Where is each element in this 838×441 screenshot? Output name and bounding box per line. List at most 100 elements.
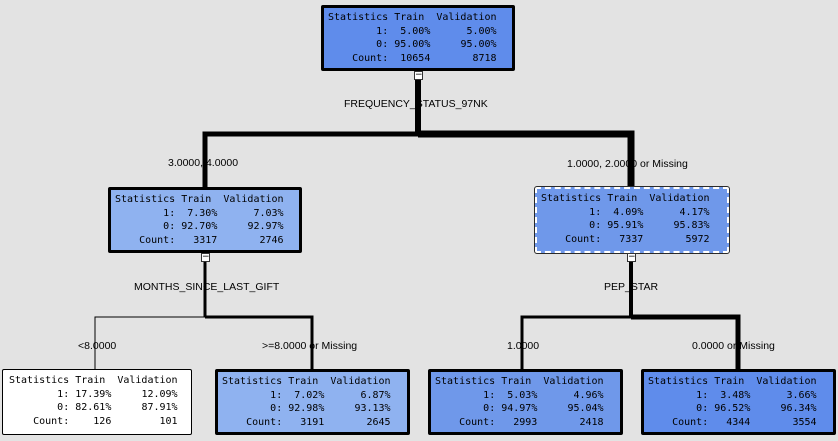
- train-value: 96.52%: [714, 403, 751, 414]
- validation-value: 95.04%: [567, 403, 604, 414]
- validation-value: 6.87%: [360, 389, 391, 401]
- branch-label-left-left: <8.0000: [78, 340, 117, 352]
- edge-root-left: [202, 131, 418, 188]
- node-stats-table: Statistics Train Validation 1: 5.03% 4.9…: [435, 375, 604, 429]
- header-statistics: Statistics: [328, 12, 389, 23]
- header-train: Train: [714, 376, 745, 387]
- split-label-left: MONTHS_SINCE_LAST_GIFT: [134, 281, 280, 293]
- node-stats-table: Statistics Train Validation 1: 7.30% 7.0…: [115, 193, 284, 247]
- header-train: Train: [607, 193, 638, 204]
- tree-leaf-4[interactable]: Statistics Train Validation 1: 3.48% 3.6…: [641, 369, 836, 435]
- row-label: 0:: [163, 221, 176, 232]
- train-value: 10654: [400, 52, 431, 64]
- row-label: 0:: [589, 220, 602, 231]
- tree-node-left[interactable]: Statistics Train Validation 1: 7.30% 7.0…: [108, 187, 302, 253]
- header-train: Train: [288, 376, 319, 387]
- node-stats-table: Statistics Train Validation 1: 3.48% 3.6…: [648, 375, 817, 429]
- node-stats-table: Statistics Train Validation 1: 4.09% 4.1…: [541, 192, 710, 246]
- header-statistics: Statistics: [435, 376, 496, 387]
- train-value: 94.97%: [501, 403, 538, 414]
- minus-box-icon[interactable]: −: [627, 252, 636, 262]
- train-value: 92.70%: [181, 221, 218, 232]
- header-statistics: Statistics: [648, 376, 709, 387]
- header-validation: Validation: [649, 193, 710, 204]
- validation-value: 96.34%: [780, 403, 817, 414]
- tree-leaf-1[interactable]: Statistics Train Validation 1: 17.39% 12…: [2, 369, 192, 435]
- row-label: 1:: [376, 25, 389, 37]
- header-train: Train: [181, 194, 212, 205]
- row-label: Count:: [246, 416, 283, 428]
- row-label: 1:: [163, 207, 176, 219]
- split-label-right: PEP_STAR: [604, 281, 659, 293]
- header-train: Train: [75, 375, 106, 386]
- train-value: 7.30%: [187, 207, 218, 219]
- header-validation: Validation: [436, 12, 497, 23]
- train-value: 17.39%: [75, 388, 112, 400]
- validation-value: 4.17%: [679, 206, 710, 218]
- branch-label-root-left: 3.0000, 4.0000: [168, 157, 239, 169]
- tree-node-root[interactable]: Statistics Train Validation 1: 5.00% 5.0…: [321, 5, 515, 71]
- train-value: 4344: [726, 416, 751, 428]
- header-statistics: Statistics: [222, 376, 283, 387]
- row-label: 0:: [376, 39, 389, 50]
- train-value: 95.00%: [394, 39, 431, 50]
- row-label: 0:: [57, 402, 70, 413]
- train-value: 5.03%: [507, 389, 538, 401]
- validation-value: 101: [159, 415, 178, 427]
- branch-label-root-right: 1.0000, 2.0000 or Missing: [567, 158, 688, 170]
- train-value: 7.02%: [294, 389, 325, 401]
- node-stats-table: Statistics Train Validation 1: 17.39% 12…: [9, 374, 178, 428]
- split-label-root: FREQUENCY_STATUS_97NK: [344, 98, 488, 110]
- tree-leaf-2[interactable]: Statistics Train Validation 1: 7.02% 6.8…: [215, 369, 410, 435]
- row-label: 0:: [483, 403, 496, 414]
- edge-root-right: [418, 130, 635, 188]
- train-value: 82.61%: [75, 402, 112, 413]
- validation-value: 7.03%: [253, 207, 284, 219]
- edge-right-left: [520, 315, 631, 369]
- train-value: 92.98%: [288, 403, 325, 414]
- train-value: 3191: [300, 416, 325, 428]
- row-label: 0:: [696, 403, 709, 414]
- edge-left-right: [205, 315, 314, 369]
- branch-label-left-right: >=8.0000 or Missing: [262, 340, 358, 352]
- row-label: Count:: [565, 233, 602, 245]
- header-validation: Validation: [756, 376, 817, 387]
- validation-value: 12.09%: [141, 388, 178, 400]
- branch-label-right-right: 0.0000 or Missing: [692, 340, 775, 352]
- row-label: 1:: [696, 389, 709, 401]
- validation-value: 4.96%: [573, 389, 604, 401]
- tree-node-right[interactable]: Statistics Train Validation 1: 4.09% 4.1…: [534, 186, 730, 254]
- validation-value: 95.83%: [673, 220, 710, 231]
- row-label: 1:: [589, 206, 602, 218]
- minus-box-icon[interactable]: −: [201, 252, 210, 262]
- validation-value: 87.91%: [141, 402, 178, 413]
- row-label: 1:: [483, 389, 496, 401]
- row-label: Count:: [459, 416, 496, 428]
- minus-box-icon[interactable]: −: [414, 70, 423, 80]
- train-value: 126: [93, 415, 112, 427]
- header-statistics: Statistics: [9, 375, 70, 386]
- row-label: Count:: [672, 416, 709, 428]
- validation-value: 2418: [579, 416, 604, 428]
- validation-value: 2746: [259, 234, 284, 246]
- train-value: 4.09%: [613, 206, 644, 218]
- validation-value: 3.66%: [786, 389, 817, 401]
- train-value: 5.00%: [400, 25, 431, 37]
- row-label: Count:: [352, 52, 389, 64]
- validation-value: 93.13%: [354, 403, 391, 414]
- header-statistics: Statistics: [115, 194, 176, 205]
- tree-leaf-3[interactable]: Statistics Train Validation 1: 5.03% 4.9…: [428, 369, 623, 435]
- validation-value: 95.00%: [460, 39, 497, 50]
- train-value: 95.91%: [607, 220, 644, 231]
- node-stats-table: Statistics Train Validation 1: 5.00% 5.0…: [328, 11, 497, 65]
- edge-left-left: [94, 316, 205, 369]
- validation-value: 5.00%: [466, 25, 497, 37]
- row-label: 1:: [270, 389, 283, 401]
- row-label: 1:: [57, 388, 70, 400]
- train-value: 7337: [619, 233, 644, 245]
- train-value: 3.48%: [720, 389, 751, 401]
- train-value: 3317: [193, 234, 218, 246]
- validation-value: 92.97%: [247, 221, 284, 232]
- train-value: 2993: [513, 416, 538, 428]
